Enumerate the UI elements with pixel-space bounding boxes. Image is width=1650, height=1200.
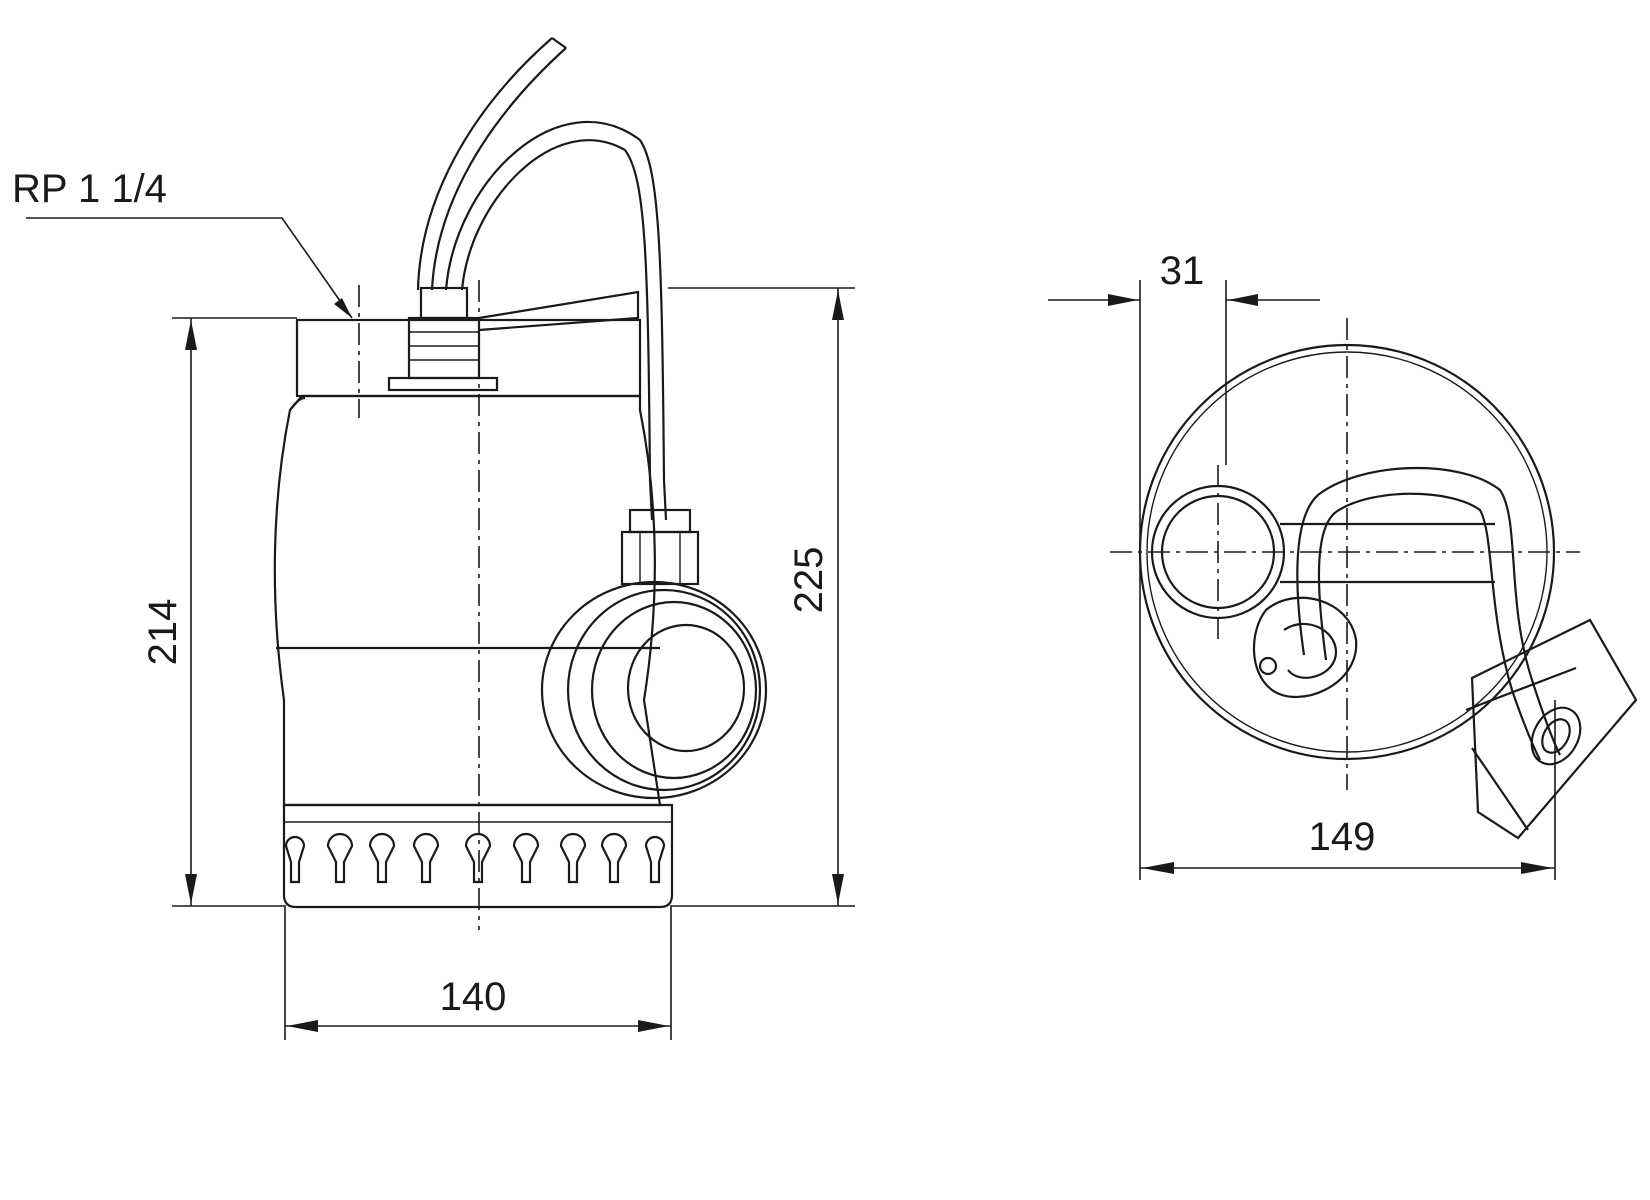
front-view: RP 1 1/4 214 225 140 <box>12 37 855 1040</box>
float-switch <box>540 508 768 800</box>
pump-body <box>273 394 662 807</box>
power-cable <box>416 37 668 521</box>
dimension-149-label: 149 <box>1309 815 1376 859</box>
dimension-140-label: 140 <box>440 975 507 1019</box>
strainer-base <box>282 803 674 909</box>
top-view-float <box>1465 618 1638 840</box>
top-view: 31 149 <box>1048 249 1638 880</box>
thread-callout-label: RP 1 1/4 <box>12 167 167 211</box>
strainer-slot <box>644 835 666 884</box>
strainer-slot <box>559 832 587 884</box>
strainer-slots <box>284 832 666 884</box>
dimension-214-label: 214 <box>141 599 185 666</box>
strainer-slot <box>326 832 354 884</box>
dimension-225 <box>668 287 855 907</box>
dimension-140 <box>284 905 672 1040</box>
strainer-slot <box>464 832 492 884</box>
strainer-slot <box>512 832 540 884</box>
top-view-cable-gland <box>1252 596 1358 699</box>
strainer-slot <box>368 832 396 884</box>
cable-gland <box>387 286 499 392</box>
top-view-handle <box>1280 522 1495 584</box>
pump-handle <box>478 290 640 332</box>
top-view-cable <box>1296 466 1561 761</box>
strainer-slot <box>412 832 440 884</box>
dimension-31-label: 31 <box>1160 249 1205 293</box>
dimension-214 <box>172 317 297 907</box>
dimension-31 <box>1048 280 1320 880</box>
thread-callout-leader <box>26 217 353 319</box>
strainer-slot <box>600 832 628 884</box>
dimension-225-label: 225 <box>787 547 831 614</box>
strainer-slot <box>284 835 306 884</box>
dimension-149 <box>1140 700 1556 880</box>
